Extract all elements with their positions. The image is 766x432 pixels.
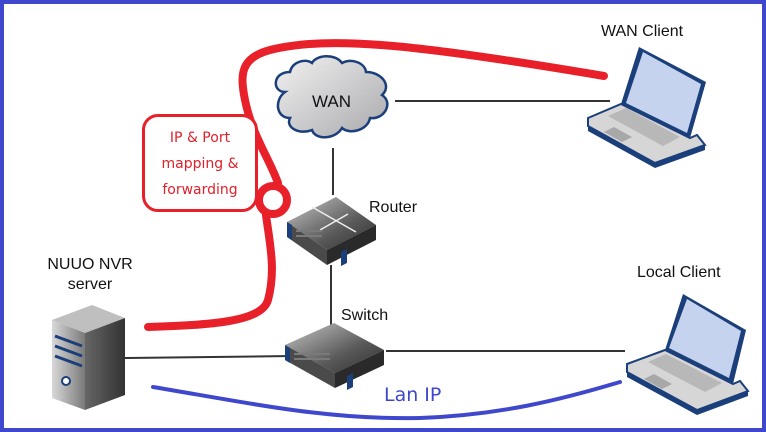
server-label-line2: server bbox=[67, 276, 113, 293]
callout-line-3: forwarding bbox=[162, 182, 238, 198]
callout-line-1: IP & Port bbox=[169, 130, 231, 146]
server-label-line1: NUUO NVR bbox=[47, 256, 133, 273]
callout-line-2: mapping & bbox=[161, 156, 239, 172]
connection-lines bbox=[124, 100, 625, 359]
router-icon bbox=[287, 197, 376, 266]
link-switch-server bbox=[124, 355, 293, 359]
laptop-icon-local-client bbox=[626, 294, 750, 415]
router-label: Router bbox=[369, 199, 418, 216]
port-mapping-callout: IP & Port mapping & forwarding bbox=[142, 114, 258, 212]
wan-client-label: WAN Client bbox=[601, 23, 684, 40]
switch-label: Switch bbox=[341, 307, 389, 324]
lan-ip-label: Lan IP bbox=[384, 384, 442, 406]
local-client-label: Local Client bbox=[637, 264, 721, 281]
port-mapping-node bbox=[255, 182, 291, 218]
server-icon bbox=[52, 305, 125, 410]
lan-access-path bbox=[151, 380, 622, 421]
laptop-icon-wan-client bbox=[587, 47, 707, 168]
wan-label: WAN bbox=[312, 92, 352, 111]
switch-icon bbox=[285, 323, 384, 390]
cloud-icon bbox=[274, 55, 389, 139]
